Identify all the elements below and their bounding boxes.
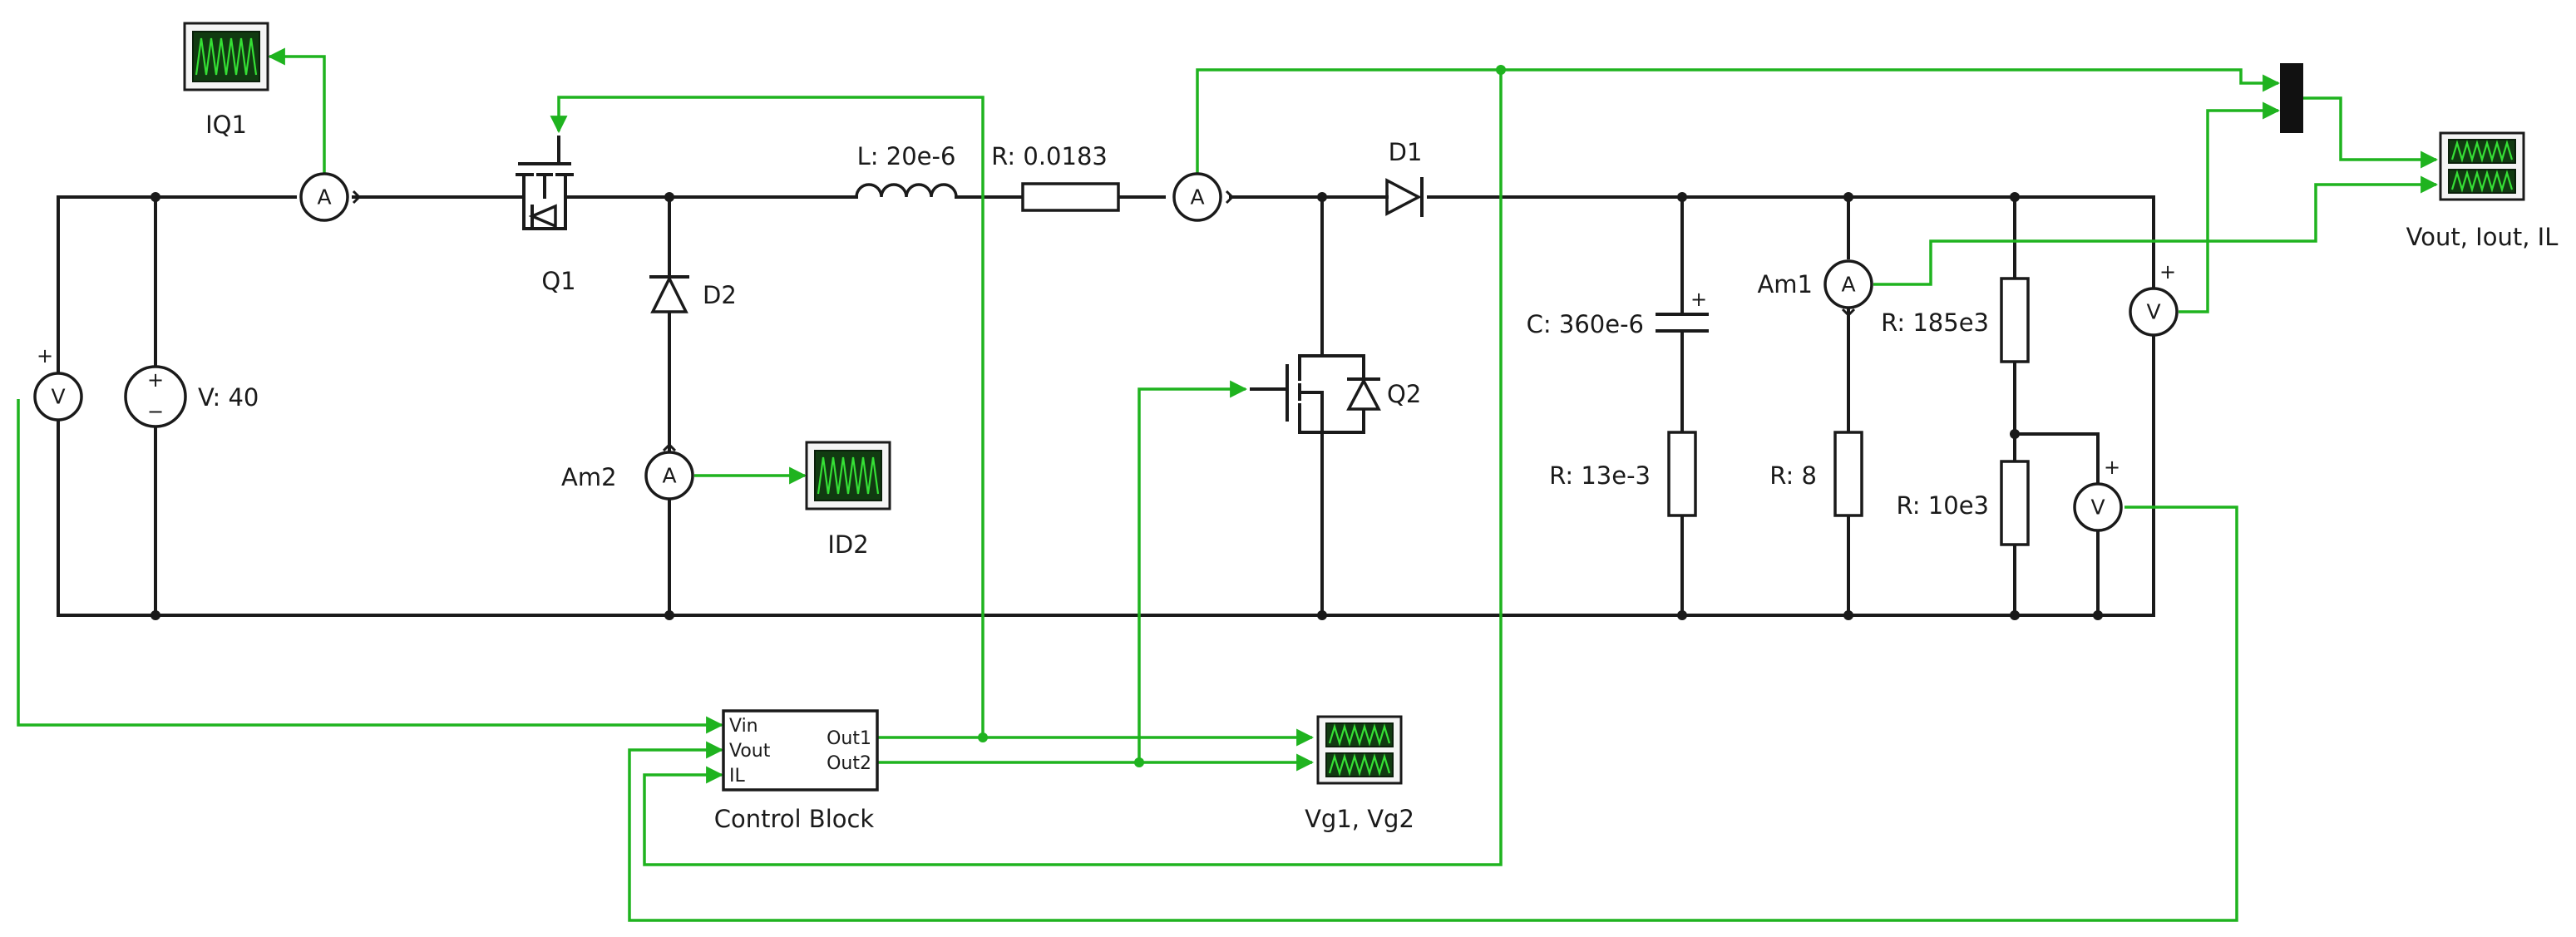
voltmeter-icon — [2129, 287, 2179, 337]
source-minus: − — [147, 400, 164, 423]
scope-iq1[interactable]: IQ1 — [183, 22, 269, 139]
voltmeter-divider[interactable]: V + — [2073, 456, 2123, 532]
control-block-box — [722, 709, 879, 792]
ammeter-il[interactable]: A — [1172, 172, 1235, 222]
mosfet-q2[interactable]: Q2 — [1250, 354, 1421, 434]
scope-vg-label: Vg1, Vg2 — [1305, 805, 1414, 833]
resistor-load-label: R: 8 — [1769, 461, 1817, 490]
ammeter-icon — [1823, 259, 1873, 309]
scope-vout-label: Vout, Iout, IL — [2406, 223, 2559, 251]
am1-label: Am1 — [1757, 270, 1813, 298]
resistor-icon — [1021, 182, 1120, 212]
signal-mux[interactable] — [2280, 63, 2303, 133]
junction-nodes — [151, 192, 2103, 620]
am2-label: Am2 — [561, 463, 617, 491]
mosfet-q1[interactable]: Q1 — [497, 136, 592, 295]
resistor-series-label: R: 0.0183 — [991, 142, 1108, 170]
ammeter-symbol: A — [1841, 273, 1855, 297]
scope-icon — [1316, 715, 1403, 785]
resistor-series[interactable]: R: 0.0183 — [991, 142, 1120, 212]
signal-wiring — [17, 47, 2439, 922]
ammeter-am1[interactable]: A Am1 — [1757, 259, 1873, 318]
scope-id2[interactable]: ID2 — [805, 441, 891, 559]
resistor-icon — [1667, 431, 1697, 517]
scope-icon — [2439, 131, 2525, 201]
dc-source[interactable]: + − V: 40 — [124, 365, 259, 428]
d2-label: D2 — [703, 281, 737, 309]
voltmeter-icon — [33, 372, 83, 422]
control-block[interactable]: Vin Vout IL Out1 Out2 Control Block — [714, 709, 879, 833]
scope-iq1-label: IQ1 — [205, 111, 247, 139]
mosfet-icon — [1250, 354, 1381, 434]
scope-icon — [805, 441, 891, 510]
q2-label: Q2 — [1387, 380, 1421, 408]
inductor-l[interactable]: L: 20e-6 — [855, 142, 958, 198]
mosfet-icon — [497, 136, 592, 230]
resistor-icon — [1833, 431, 1863, 517]
control-block-label: Control Block — [714, 805, 875, 833]
resistor-div-bottom[interactable]: R: 10e3 — [1897, 460, 2030, 546]
capacitor-icon — [1656, 313, 1709, 333]
diode-d2[interactable]: D2 — [649, 275, 737, 313]
capacitor-plus: + — [1690, 288, 1707, 311]
ammeter-icon — [644, 451, 694, 501]
control-in-il: IL — [729, 766, 745, 787]
control-out2: Out2 — [827, 753, 871, 774]
power-wiring — [57, 195, 2155, 617]
inductor-label: L: 20e-6 — [857, 142, 956, 170]
inductor-icon — [855, 183, 958, 198]
scope-icon — [183, 22, 269, 91]
voltmeter-symbol: V — [51, 385, 65, 409]
voltmeter-symbol: V — [2090, 496, 2105, 520]
d1-label: D1 — [1389, 138, 1423, 166]
diode-icon — [649, 275, 689, 313]
voltmeter-vin[interactable]: V + — [33, 344, 83, 422]
ammeter-symbol: A — [662, 464, 676, 488]
q1-label: Q1 — [541, 267, 575, 295]
capacitor-label: C: 360e-6 — [1527, 310, 1644, 338]
ammeter-icon — [299, 172, 349, 222]
resistor-div-top-label: R: 185e3 — [1881, 308, 1989, 337]
diode-icon — [1377, 177, 1424, 217]
plus-sign: + — [2159, 260, 2176, 284]
ammeter-icon — [1172, 172, 1222, 222]
resistor-esr[interactable]: R: 13e-3 — [1549, 431, 1697, 517]
plus-sign: + — [2104, 456, 2120, 479]
voltmeter-symbol: V — [2146, 300, 2160, 324]
resistor-icon — [2000, 460, 2030, 546]
ammeter-symbol: A — [1190, 185, 1204, 210]
ammeter-iq1[interactable]: A — [299, 172, 362, 222]
plus-sign: + — [37, 344, 53, 367]
resistor-esr-label: R: 13e-3 — [1549, 461, 1651, 490]
source-plus: + — [147, 368, 164, 392]
scope-vg[interactable]: Vg1, Vg2 — [1305, 715, 1414, 833]
scope-vout[interactable]: Vout, Iout, IL — [2406, 131, 2559, 251]
voltmeter-vout[interactable]: V + — [2129, 260, 2179, 337]
diode-d1[interactable]: D1 — [1377, 138, 1424, 217]
mux-icon — [2280, 63, 2303, 133]
resistor-load[interactable]: R: 8 — [1769, 431, 1863, 517]
dc-source-icon — [124, 365, 187, 428]
scope-id2-label: ID2 — [827, 530, 868, 559]
control-out1: Out1 — [827, 728, 871, 749]
capacitor-c[interactable]: + C: 360e-6 — [1527, 288, 1709, 338]
resistor-icon — [2000, 277, 2030, 363]
ammeter-symbol: A — [317, 185, 331, 210]
source-label: V: 40 — [198, 383, 259, 412]
control-in-vin: Vin — [729, 716, 758, 737]
ammeter-am2[interactable]: A Am2 — [561, 442, 694, 501]
voltmeter-icon — [2073, 482, 2123, 532]
resistor-div-bottom-label: R: 10e3 — [1897, 491, 1989, 520]
control-in-vout: Vout — [729, 741, 771, 762]
resistor-div-top[interactable]: R: 185e3 — [1881, 277, 2030, 363]
